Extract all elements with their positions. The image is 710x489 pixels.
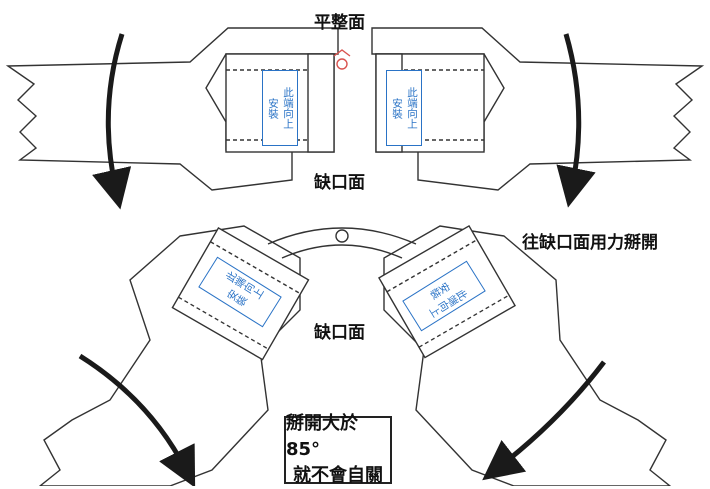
note-line-1: 掰開大於85°: [286, 413, 358, 460]
note-line-2: 就不會自關: [293, 465, 383, 486]
label-instruction: 往缺口面用力掰開: [522, 233, 658, 253]
label-notch-face-mid: 缺口面: [314, 323, 365, 343]
arrow-top-left: [92, 33, 132, 210]
label-flat-face: 平整面: [314, 13, 365, 33]
label-notch-face-top: 缺口面: [314, 173, 365, 193]
arrow-top-right: [556, 33, 596, 208]
tag-top-left: 此端向上安裝: [262, 70, 298, 146]
hinge-pin-open: [335, 229, 349, 243]
left-strap: [5, 27, 339, 191]
note-box: 掰開大於85° 就不會自關: [284, 413, 392, 486]
arrow-bottom-left: [78, 353, 196, 486]
hinge-pin: [336, 58, 348, 70]
tag-top-right: 此端向上安裝: [386, 70, 422, 146]
right-strap: [371, 27, 705, 191]
arrow-bottom-right: [482, 360, 606, 481]
